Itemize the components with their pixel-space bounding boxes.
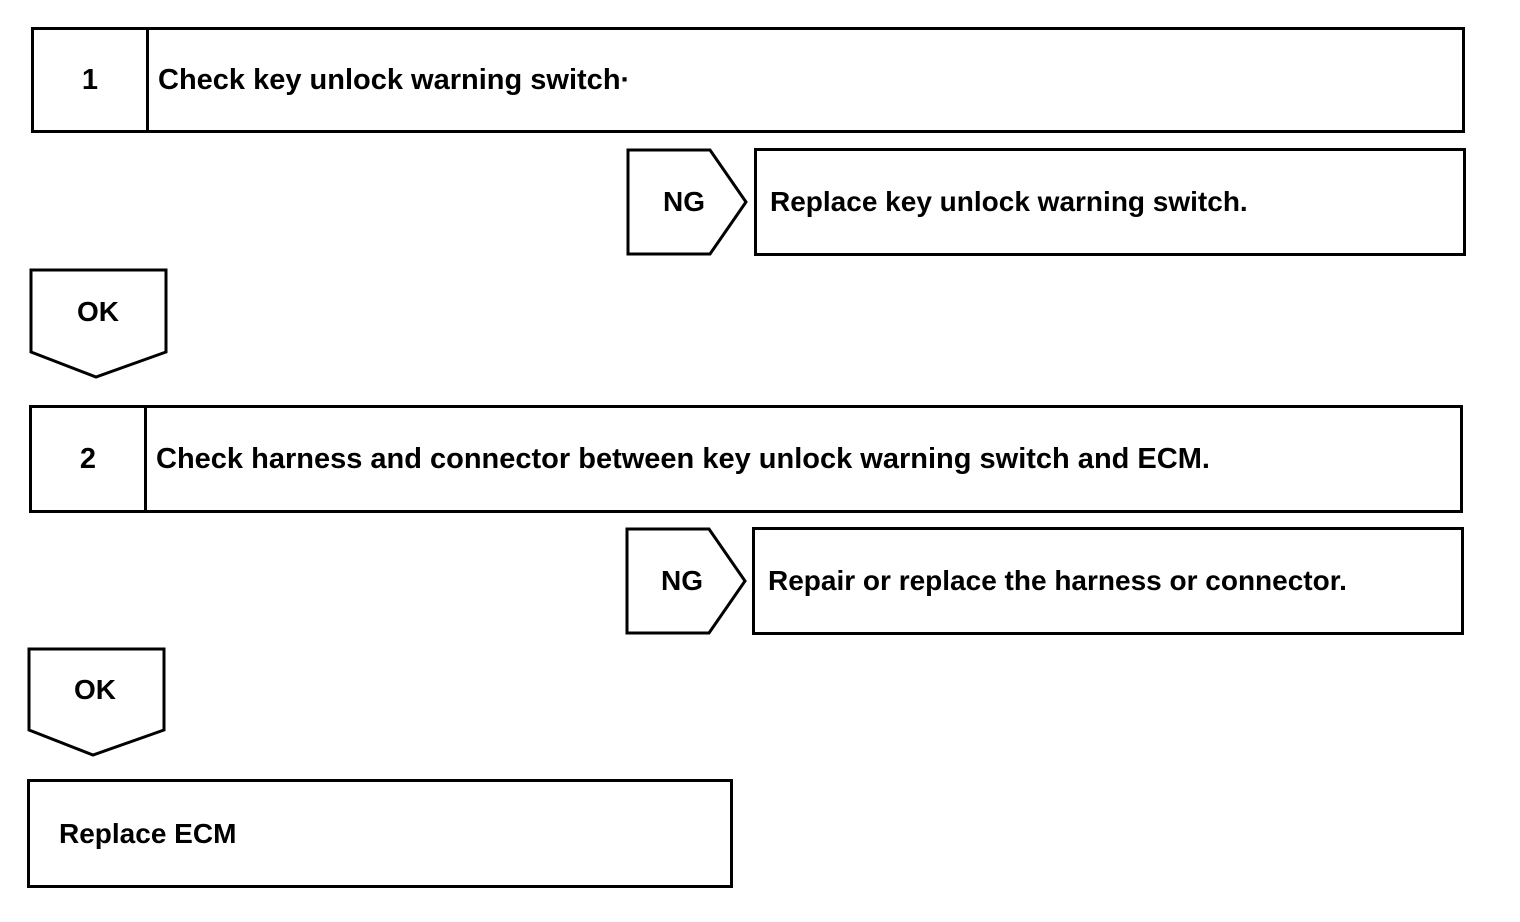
step-1-box: 1 Check key unlock warning switch· <box>31 27 1465 133</box>
step-1-number: 1 <box>34 30 149 130</box>
step-2-ok-label: OK <box>74 674 116 705</box>
final-action-box: Replace ECM <box>27 779 733 888</box>
step-2-ng-arrow <box>625 527 747 635</box>
step-2-ng-action-box: Repair or replace the harness or connect… <box>752 527 1464 635</box>
step-2-number: 2 <box>32 408 147 510</box>
step-2-ng-action-text: Repair or replace the harness or connect… <box>768 565 1347 596</box>
step-2-text: Check harness and connector between key … <box>156 442 1210 475</box>
step-2-box: 2 Check harness and connector between ke… <box>29 405 1463 513</box>
step-2-ok-arrow <box>27 647 166 757</box>
final-action-text: Replace ECM <box>59 817 237 849</box>
step-2-ng-label: NG <box>661 565 703 596</box>
step-1-ng-action-text: Replace key unlock warning switch. <box>770 186 1248 217</box>
step-1-text: Check key unlock warning switch· <box>158 63 631 96</box>
step-1-ok-arrow <box>29 268 168 379</box>
step-1-ok-label: OK <box>77 296 119 327</box>
step-1-ng-label: NG <box>663 186 705 217</box>
step-1-ng-arrow <box>626 148 748 256</box>
step-1-ng-action-box: Replace key unlock warning switch. <box>754 148 1466 256</box>
